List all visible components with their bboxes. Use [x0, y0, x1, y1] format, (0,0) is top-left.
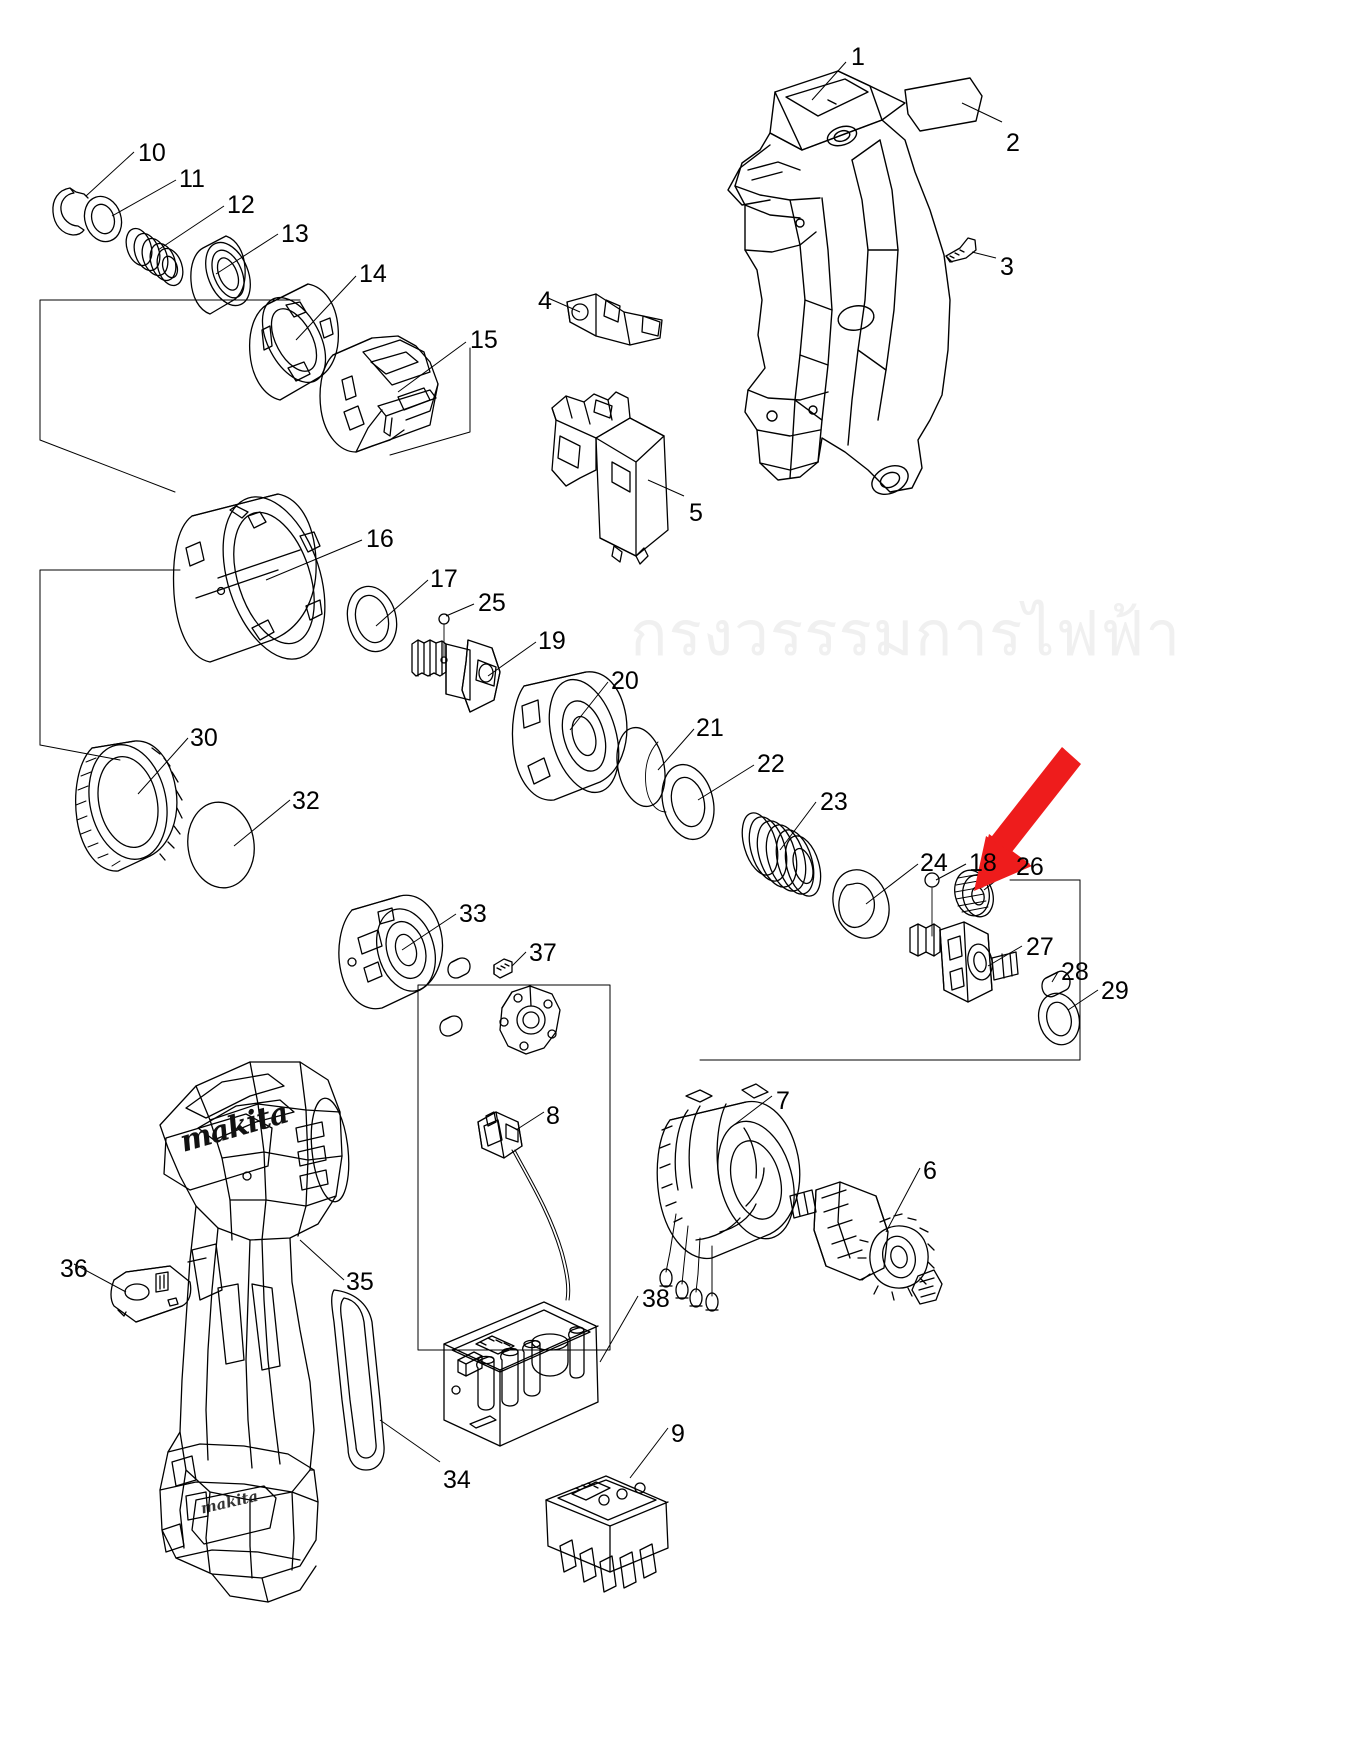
group-bracket-chuck: [389, 347, 471, 456]
callout-16: 16: [366, 525, 394, 553]
callout-36: 36: [60, 1255, 88, 1283]
callout-24: 24: [920, 849, 948, 877]
callout-1: 1: [851, 43, 865, 71]
callout-32: 32: [292, 787, 320, 815]
part-30-internal-gear: [75, 740, 183, 872]
callout-25: 25: [478, 589, 506, 617]
callout-7: 7: [776, 1087, 790, 1115]
callout-35: 35: [346, 1268, 374, 1296]
part-2-name-plate: [904, 77, 983, 132]
part-26-helical-gear: [954, 869, 994, 918]
callout-29: 29: [1101, 977, 1129, 1005]
part-15-anvil-guide: [319, 335, 439, 453]
part-29-ball-bearing: [1037, 992, 1081, 1046]
callout-13: 13: [281, 220, 309, 248]
part-28-pin: [1041, 970, 1071, 998]
callout-34: 34: [443, 1466, 471, 1494]
callout-2: 2: [1006, 129, 1020, 157]
part-10-retaining-ring: [52, 187, 89, 236]
part-17-flat-washer: [346, 585, 398, 653]
part-6-rotor-armature: [789, 1181, 943, 1305]
callout-22: 22: [757, 750, 785, 778]
callout-18: 18: [969, 849, 997, 877]
callout-21: 21: [696, 714, 724, 742]
callout-8: 8: [546, 1102, 560, 1130]
callout-33: 33: [459, 900, 487, 928]
red-highlight-arrow: [974, 747, 1081, 891]
callout-11: 11: [179, 165, 205, 193]
callout-38: 38: [642, 1285, 670, 1313]
part-21-hammer-washer: [616, 726, 667, 813]
callout-14: 14: [359, 260, 387, 288]
part-8-led-lamp-unit: [477, 1111, 571, 1301]
part-9-terminal-block: [545, 1475, 669, 1593]
part-1-housing-set: [727, 70, 951, 495]
part-4-switch-lever: [566, 293, 663, 346]
part-12-compression-spring: [125, 227, 184, 287]
part-16-hammer-case: [172, 493, 326, 663]
part-34-hook-strap: [331, 1289, 385, 1471]
part-38-controller-pcb: [443, 1301, 599, 1447]
callout-30: 30: [190, 724, 218, 752]
group-bracket-gear: [699, 879, 1081, 1061]
callout-37: 37: [529, 939, 557, 967]
part-33-carrier-assembly: [338, 894, 471, 1037]
part-35-tool-body: [159, 1061, 350, 1603]
callout-17: 17: [430, 565, 458, 593]
part-5-switch-assembly: [551, 391, 669, 565]
gear-retainer-plate: [499, 985, 561, 1055]
part-3-tapping-screw: [945, 237, 977, 263]
callout-15: 15: [470, 326, 498, 354]
callout-3: 3: [1000, 253, 1014, 281]
callout-19: 19: [538, 627, 566, 655]
callout-6: 6: [923, 1157, 937, 1185]
callout-23: 23: [820, 788, 848, 816]
callout-27: 27: [1026, 933, 1054, 961]
part-13-sleeve: [190, 235, 251, 315]
part-18-steel-ball: [924, 872, 940, 937]
group-bracket-middle-left: [39, 569, 181, 761]
part-27-spindle: [909, 921, 1019, 1003]
part-36-battery-key: [110, 1265, 192, 1323]
callout-12: 12: [227, 191, 255, 219]
callout-10: 10: [138, 139, 166, 167]
part-32-gear-cover: [187, 801, 255, 889]
part-37-machine-screw: [493, 958, 513, 979]
part-7-stator: [656, 1083, 801, 1312]
callout-4: 4: [538, 287, 552, 315]
group-bracket-controller: [417, 984, 611, 1351]
group-bracket-top-left: [39, 299, 301, 493]
callout-28: 28: [1061, 958, 1089, 986]
part-22-ring-spring: [661, 763, 715, 841]
part-11-flat-washer: [83, 195, 123, 243]
callout-5: 5: [689, 499, 703, 527]
part-23-compression-spring: [741, 812, 822, 897]
part-24-washer: [832, 869, 890, 939]
callout-9: 9: [671, 1420, 685, 1448]
part-14-chuck-body: [248, 283, 340, 401]
callout-20: 20: [611, 667, 639, 695]
leader-lines: [73, 61, 1099, 1479]
part-20-hammer: [511, 671, 628, 801]
callout-26: 26: [1016, 853, 1044, 881]
part-19-anvil: [411, 623, 501, 713]
